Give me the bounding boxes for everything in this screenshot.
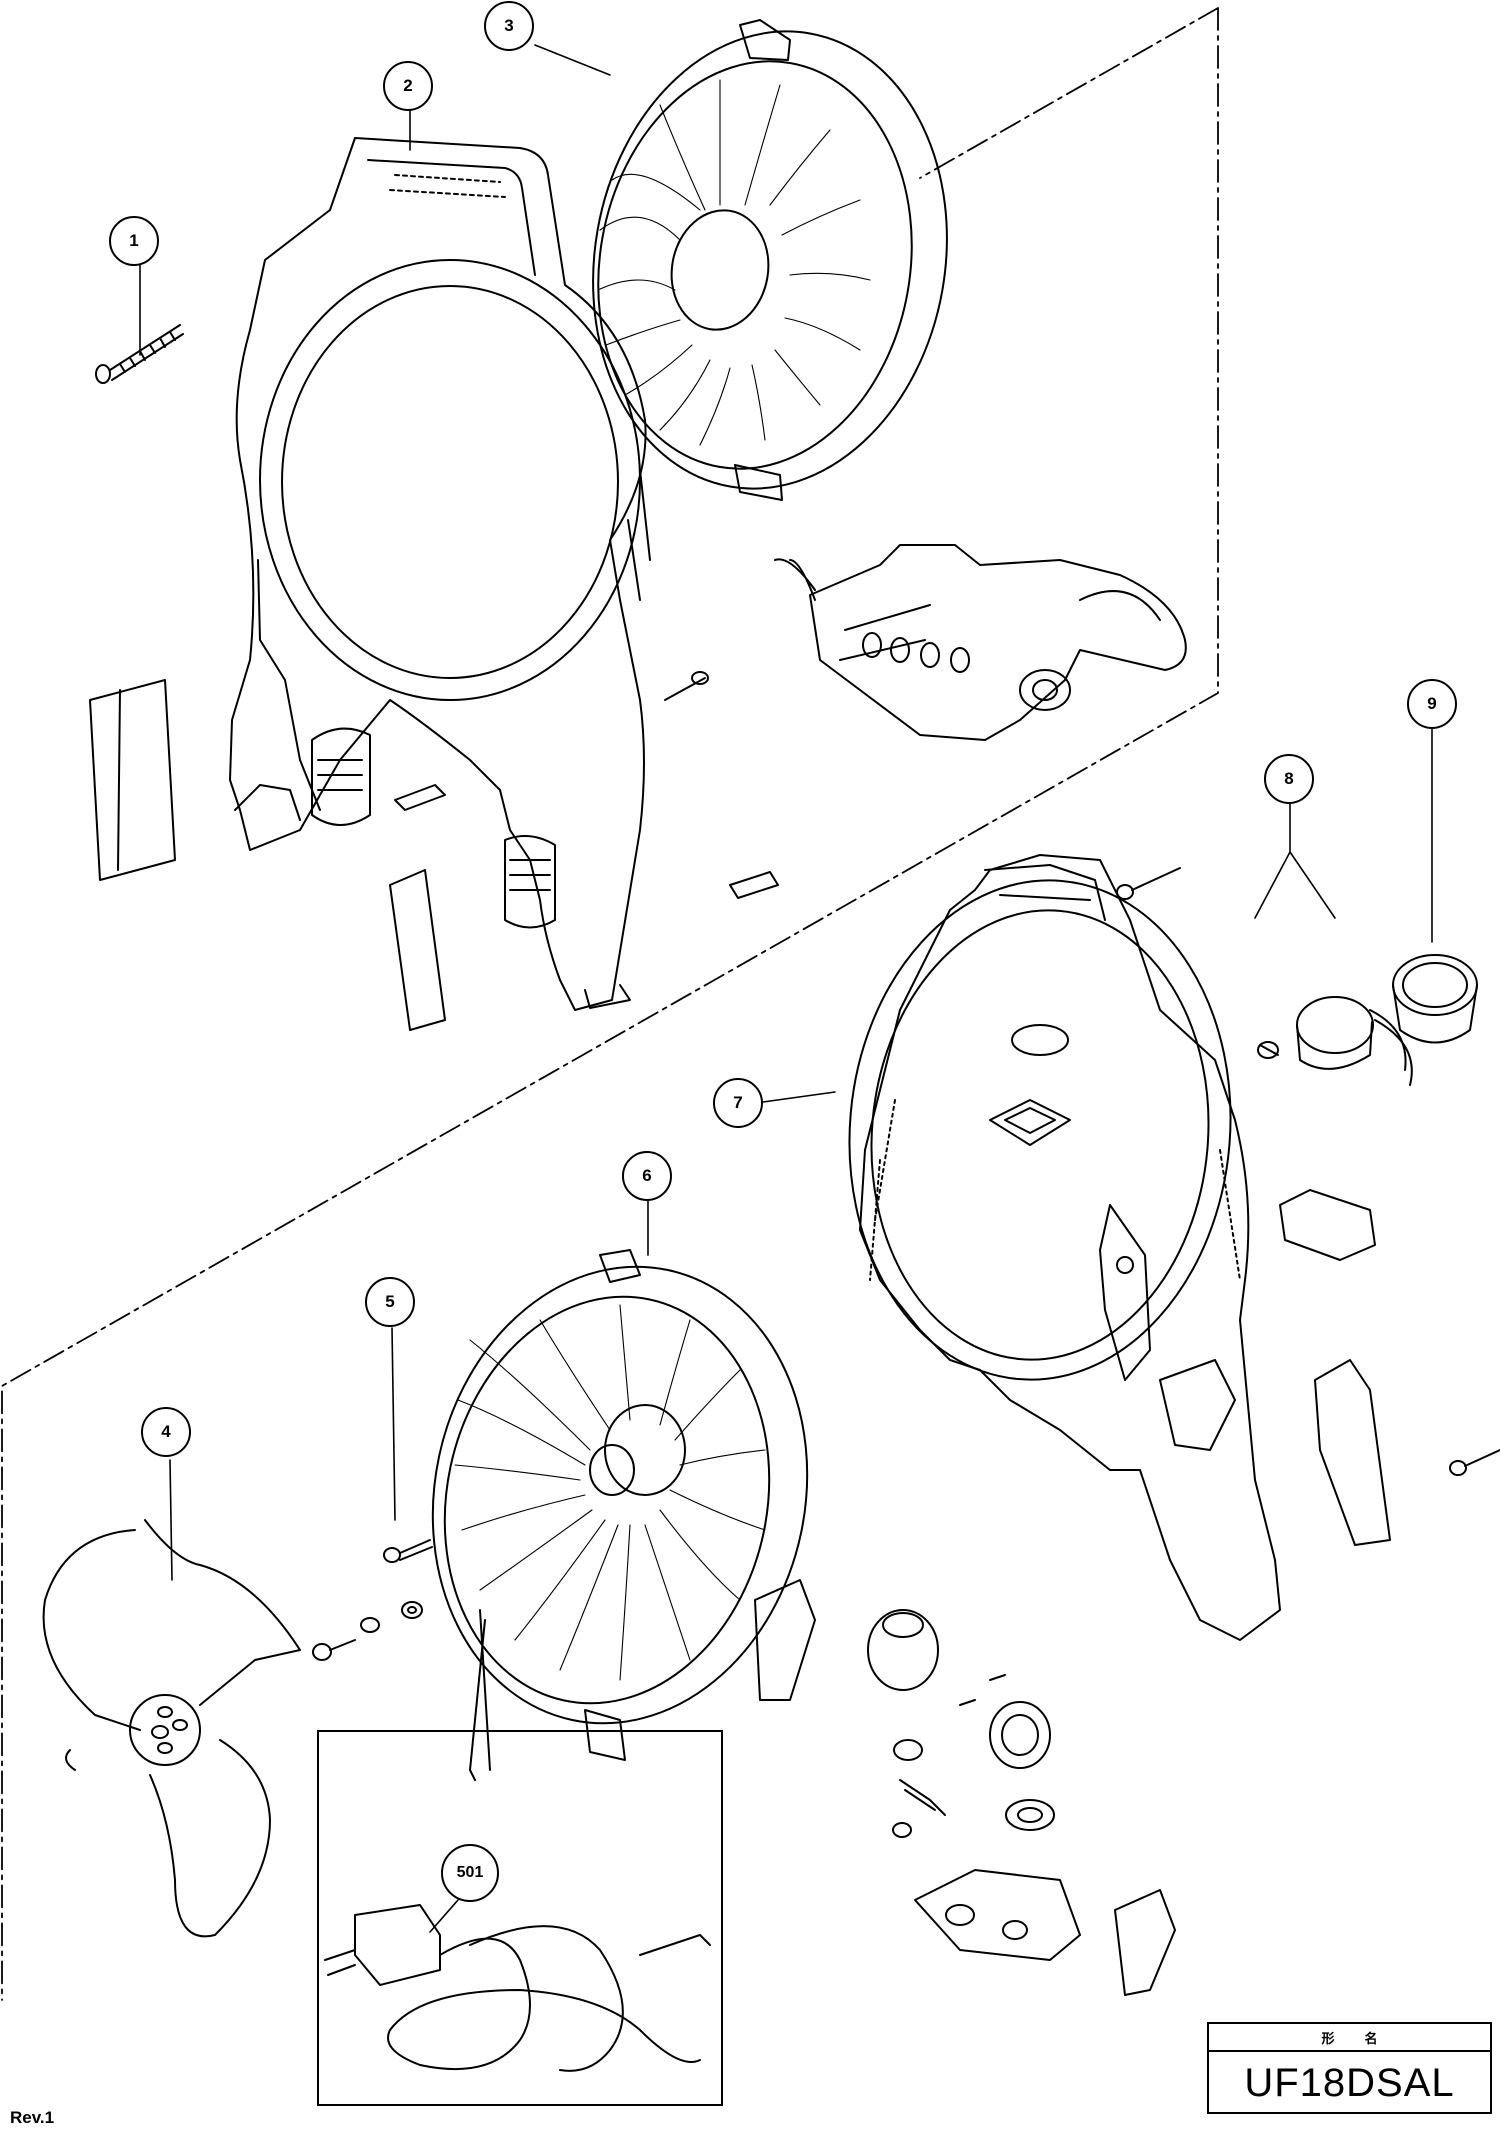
revision-label: Rev.1 [10,2108,55,2127]
part-8-motor [1257,996,1413,1086]
callout-1: 1 [109,216,159,266]
part-1-screw [95,324,184,384]
callout-9: 9 [1407,679,1457,729]
part-501-ac-adapter [324,1904,711,2072]
model-header-left: 形 [1321,2031,1335,2047]
part-7-main-housing [848,854,1281,1641]
housing-screws [1116,867,1500,1476]
callout-5: 5 [365,1277,415,1327]
callout-2: 2 [383,61,433,111]
callout-label: 2 [403,76,413,95]
callout-label: 501 [456,1864,484,1881]
model-header-right: 名 [1364,2031,1378,2047]
model-number: UF18DSAL [1244,2060,1455,2105]
switch-panel-part [774,544,1187,741]
callout-label: 4 [161,1422,171,1441]
model-name-box: 形 名 UF18DSAL [1207,2022,1492,2114]
callout-label: 9 [1427,694,1437,713]
callout-3: 3 [484,1,534,51]
callout-label: 8 [1284,769,1294,788]
callout-label: 6 [642,1166,652,1185]
callout-4: 4 [141,1407,191,1457]
callout-label: 7 [733,1093,743,1112]
callout-501: 501 [441,1844,499,1902]
accessory-box [317,1730,723,2106]
callout-6: 6 [622,1151,672,1201]
fan-hub-hardware [312,1601,423,1661]
callout-label: 5 [385,1292,395,1311]
part-9-motor-cap [1392,954,1478,1044]
housing-small-plates [1279,1189,1391,1546]
callout-label: 3 [504,16,514,35]
housing-mechanism-parts [754,1359,1236,1996]
part-3-front-guard [592,19,948,501]
callout-8: 8 [1264,754,1314,804]
part-5-screw [383,1539,433,1563]
part-4-fan-blade [42,1519,301,1938]
part-6-rear-guard [431,1249,809,1781]
callout-7: 7 [713,1078,763,1128]
part-2-rear-frame [229,137,651,1011]
model-box-header: 形 名 [1209,2024,1490,2052]
part-2-accessories [89,671,779,1031]
assembly-boundary-line [1,7,1219,2001]
callout-label: 1 [129,231,139,250]
